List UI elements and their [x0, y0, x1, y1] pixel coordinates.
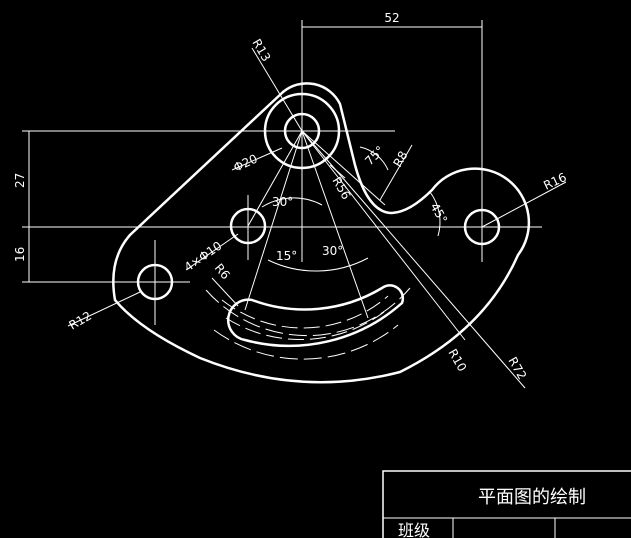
dim-r6: R6 — [212, 261, 233, 282]
dim-vert-27: 27 — [13, 173, 27, 188]
dim-r8: R8 — [390, 149, 410, 170]
title-block-class-label: 班级 — [398, 521, 430, 538]
title-block-title: 平面图的绘制 — [478, 487, 586, 508]
dim-r12: R12 — [67, 309, 94, 333]
title-block: 平面图的绘制 班级 — [382, 470, 631, 538]
construction-lines — [22, 20, 567, 389]
dim-vert-16: 16 — [13, 247, 27, 262]
dim-r56: R56 — [329, 175, 353, 202]
part-outline — [112, 82, 531, 384]
dim-angle-45: 45° — [427, 201, 450, 226]
dim-width-52: 52 — [384, 11, 399, 25]
dim-phi20: Φ20 — [231, 152, 259, 175]
dim-angle-30-top: 30° — [272, 195, 293, 209]
dim-r16: R16 — [541, 170, 568, 193]
dim-angle-15: 15° — [276, 249, 297, 263]
dim-angle-30-bottom: 30° — [322, 244, 343, 258]
dim-angle-75: 75° — [362, 143, 387, 168]
dim-r10: R10 — [445, 347, 469, 374]
dim-r72: R72 — [505, 355, 529, 382]
